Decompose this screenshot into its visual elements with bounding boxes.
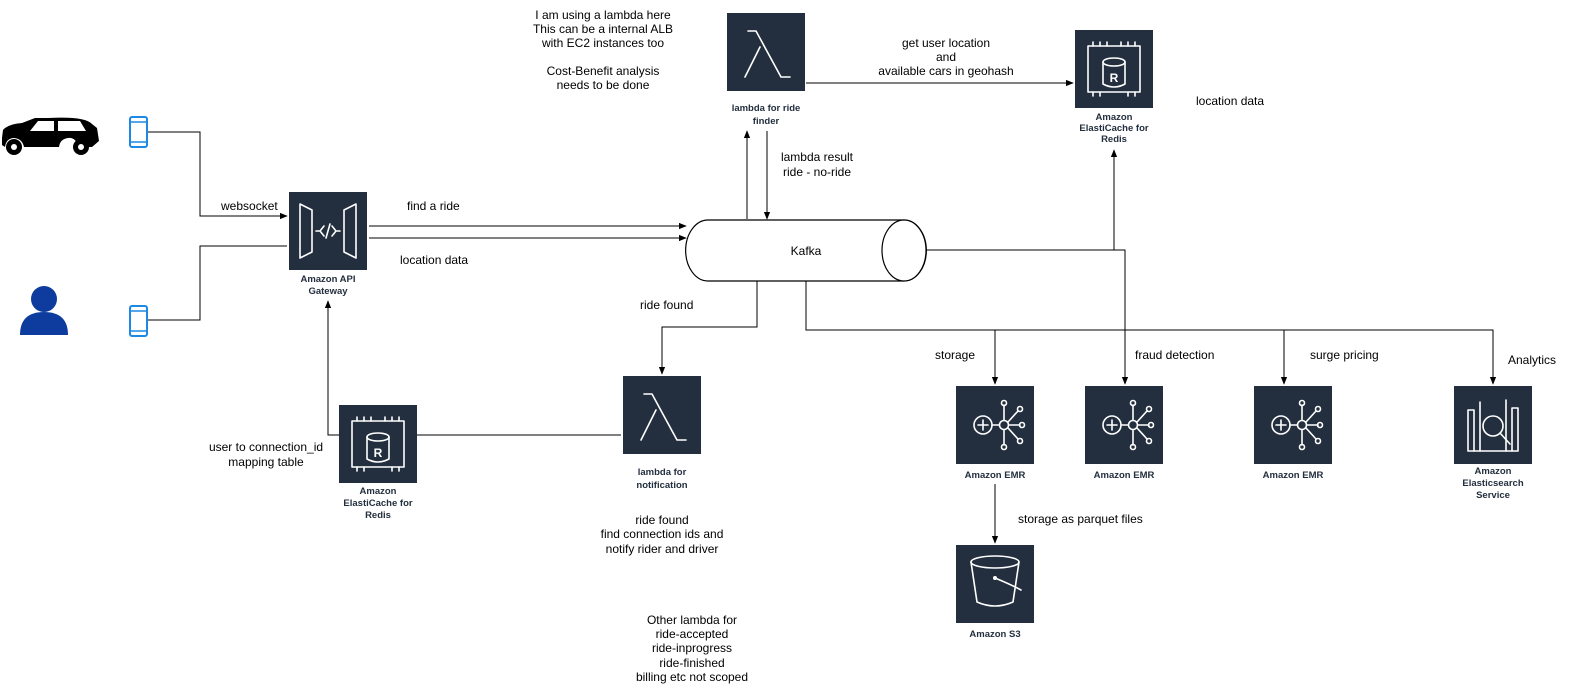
note-mapping-line-1: user to connection_id	[209, 440, 323, 454]
edge-kafka-bus-right	[926, 249, 1129, 385]
edge-notification-to-api	[324, 300, 621, 436]
note-lambda-line-1: I am using a lambda here	[535, 8, 671, 22]
elasticsearch-icon	[1467, 399, 1519, 452]
edge-rider-to-api	[148, 245, 287, 321]
svg-text:R: R	[374, 446, 383, 460]
label-fraud-detection: fraud detection	[1135, 348, 1214, 362]
emr-icon	[973, 399, 1026, 451]
note-other-lambda-line-2: ride-accepted	[656, 627, 729, 641]
rider-phone-icon	[129, 305, 148, 337]
label-ride-found: ride found	[640, 298, 693, 312]
lambda-notification-label-1: lambda for	[638, 467, 687, 478]
s3-label: Amazon S3	[969, 629, 1020, 640]
elasticsearch-label-2: Elasticsearch	[1462, 478, 1523, 489]
emr-surge-label: Amazon EMR	[1263, 470, 1324, 481]
redis-mapping-label-3: Redis	[365, 510, 391, 521]
label-location-data-api: location data	[400, 253, 468, 267]
note-lambda-line-6: needs to be done	[557, 78, 650, 92]
label-storage-parquet: storage as parquet files	[1018, 512, 1143, 526]
lambda-notification-label-2: notification	[636, 480, 687, 491]
lambda-icon	[640, 393, 687, 441]
emr-storage-label: Amazon EMR	[965, 470, 1026, 481]
label-analytics: Analytics	[1508, 353, 1556, 367]
redis-mapping-label-2: ElastiCache for	[343, 498, 412, 509]
kafka-label: Kafka	[791, 244, 822, 258]
lambda-notification-node: lambda for notification	[623, 376, 701, 491]
redis-location-label-3: Redis	[1101, 134, 1127, 145]
note-notification-line-1: ride found	[635, 513, 688, 527]
label-location-data-redis: location data	[1196, 94, 1264, 108]
emr-fraud-node: Amazon EMR	[1085, 386, 1163, 481]
lambda-icon	[744, 30, 791, 78]
redis-mapping-node: R Amazon ElastiCache for Redis	[339, 405, 417, 521]
elasticache-redis-icon: R	[1087, 41, 1141, 97]
redis-location-label-1: Amazon	[1096, 112, 1133, 123]
kafka-node: Kafka	[685, 219, 927, 282]
note-lambda-line-2: This can be a internal ALB	[533, 22, 673, 36]
edge-kafka-bus-bottom	[805, 281, 1497, 385]
label-lambda-result-2: ride - no-ride	[783, 165, 851, 179]
note-notification-line-2: find connection ids and	[601, 527, 724, 541]
label-geohash-2: and	[936, 50, 956, 64]
emr-surge-node: Amazon EMR	[1254, 386, 1332, 481]
elasticsearch-node: Amazon Elasticsearch Service	[1454, 386, 1532, 501]
note-mapping: user to connection_id mapping table	[209, 440, 323, 469]
api-gateway-label-1: Amazon API	[300, 274, 355, 285]
redis-mapping-label-1: Amazon	[360, 486, 397, 497]
car-icon	[2, 117, 99, 155]
elasticsearch-label-1: Amazon	[1475, 466, 1512, 477]
elasticsearch-label-3: Service	[1476, 490, 1510, 501]
connectors	[148, 79, 1497, 544]
user-icon	[20, 286, 68, 335]
driver-phone-icon	[129, 116, 148, 148]
note-other-lambda-line-4: ride-finished	[659, 656, 724, 670]
label-surge-pricing: surge pricing	[1310, 348, 1379, 362]
note-lambda: I am using a lambda here This can be a i…	[533, 8, 673, 92]
note-notification: ride found find connection ids and notif…	[601, 513, 724, 556]
emr-icon	[1102, 399, 1155, 451]
note-other-lambda-line-3: ride-inprogress	[652, 641, 732, 655]
edge-labels: websocket find a ride location data get …	[220, 36, 1556, 526]
elasticache-redis-icon: R	[351, 416, 405, 472]
lambda-ride-finder-label-1: lambda for ride	[732, 103, 801, 114]
s3-node: Amazon S3	[956, 545, 1034, 640]
lambda-ride-finder-node: lambda for ride finder	[727, 13, 805, 127]
api-gateway-label-2: Gateway	[308, 286, 348, 297]
svg-text:R: R	[1110, 71, 1119, 85]
emr-icon	[1271, 399, 1324, 451]
emr-storage-node: Amazon EMR	[956, 386, 1034, 481]
note-other-lambda-line-5: billing etc not scoped	[636, 670, 748, 684]
label-storage: storage	[935, 348, 975, 362]
note-lambda-line-5: Cost-Benefit analysis	[547, 64, 660, 78]
api-gateway-icon	[299, 203, 357, 259]
note-mapping-line-2: mapping table	[228, 455, 304, 469]
lambda-ride-finder-label-2: finder	[753, 116, 780, 127]
note-notification-line-3: notify rider and driver	[606, 542, 719, 556]
label-geohash-3: available cars in geohash	[878, 64, 1013, 78]
note-other-lambda-line-1: Other lambda for	[647, 613, 737, 627]
label-find-a-ride: find a ride	[407, 199, 460, 213]
redis-location-node: R Amazon ElastiCache for Redis	[1075, 30, 1153, 145]
note-other-lambda: Other lambda for ride-accepted ride-inpr…	[636, 613, 748, 684]
api-gateway-node: Amazon API Gateway	[289, 192, 367, 297]
note-lambda-line-3: with EC2 instances too	[541, 36, 664, 50]
label-lambda-result-1: lambda result	[781, 150, 854, 164]
emr-fraud-label: Amazon EMR	[1094, 470, 1155, 481]
edge-driver-to-api	[148, 131, 288, 220]
s3-bucket-icon	[970, 555, 1022, 607]
edge-kafka-ride-found	[658, 281, 758, 375]
label-geohash-1: get user location	[902, 36, 990, 50]
label-websocket: websocket	[220, 199, 278, 213]
redis-location-label-2: ElastiCache for	[1079, 123, 1148, 134]
